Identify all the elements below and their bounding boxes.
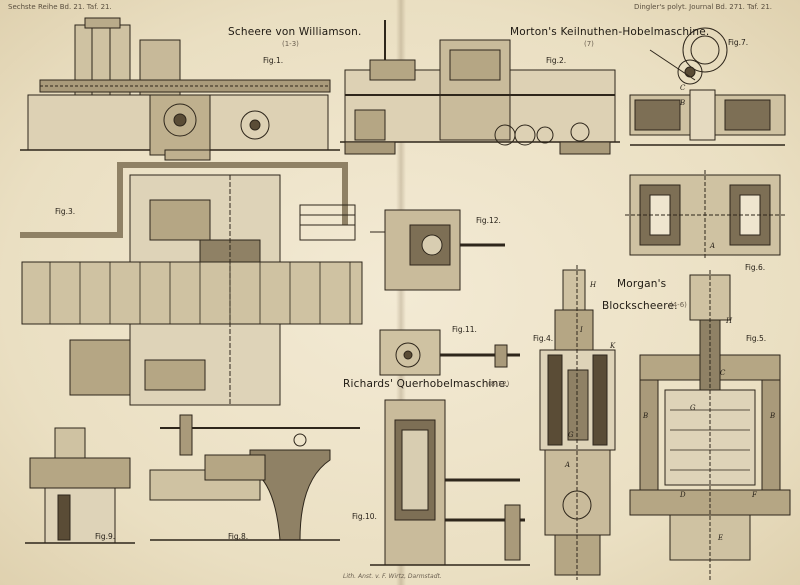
fig3-drawing [20,162,363,406]
header-left: Sechste Reihe Bd. 21. Taf. 21. [8,3,112,11]
letter-G-fig4: G [568,431,574,439]
fig10-drawing [370,399,530,566]
letter-E-fig5: E [718,534,724,542]
letter-H-fig4: H [590,281,597,289]
fig4-drawing [539,265,616,580]
letter-H-fig5: H [726,317,733,325]
fig9-drawing [25,427,135,544]
letter-B-fig7: B [680,99,686,107]
fig7-label: Fig.7. [728,38,749,47]
letter-B-left: B [643,412,649,420]
fig11-drawing [379,329,520,376]
fig7-drawing [629,27,786,146]
letter-I-fig4: I [580,326,583,334]
fig10-label: Fig.10. [352,512,377,521]
title-richards: Richards' Querhobelmaschine. [343,378,509,390]
fig12-drawing [370,209,505,291]
fig12-label: Fig.12. [476,216,501,225]
range-williamson: (1-3) [282,40,299,48]
letter-C-fig5: C [720,369,726,377]
fig5-drawing [629,270,791,580]
letter-D-fig5: D [680,491,686,499]
letter-G-fig5: G [690,404,696,412]
range-richards: (8-12) [488,380,510,388]
fig9-label: Fig.9. [95,532,116,541]
letter-B-right: B [770,412,776,420]
fig2-label: Fig.2. [546,56,567,65]
letter-F-fig5: F [752,491,757,499]
range-morgan: (4-6) [670,301,687,309]
fig5-label: Fig.5. [746,334,767,343]
letter-A-fig4: A [565,461,571,469]
title-williamson: Scheere von Williamson. [228,26,362,38]
title-morgan-line1: Morgan's [617,278,667,290]
page-fold [396,0,406,585]
fig1-drawing [20,17,340,161]
fig8-label: Fig.8. [228,532,249,541]
title-morgan-line2: Blockscheere. [602,300,678,312]
fig6-drawing [625,170,785,260]
letter-K-fig4: K [610,342,616,350]
fig4-label: Fig.4. [533,334,554,343]
letter-C-fig7: C [680,84,686,92]
letter-A-fig6: A [710,242,716,250]
header-right: Dingler's polyt. Journal Bd. 271. Taf. 2… [634,3,773,11]
title-morton: Morton's Keilnuthen-Hobelmaschine. [510,26,710,38]
fig6-label: Fig.6. [745,263,766,272]
fig1-label: Fig.1. [263,56,284,65]
lithographer-credit: Lith. Anst. v. F. Wirtz, Darmstadt. [343,573,442,580]
fig11-label: Fig.11. [452,325,477,334]
fig3-label: Fig.3. [55,207,76,216]
fig8-drawing [149,414,360,541]
fig2-drawing [340,20,620,155]
range-morton: (7) [584,40,594,48]
